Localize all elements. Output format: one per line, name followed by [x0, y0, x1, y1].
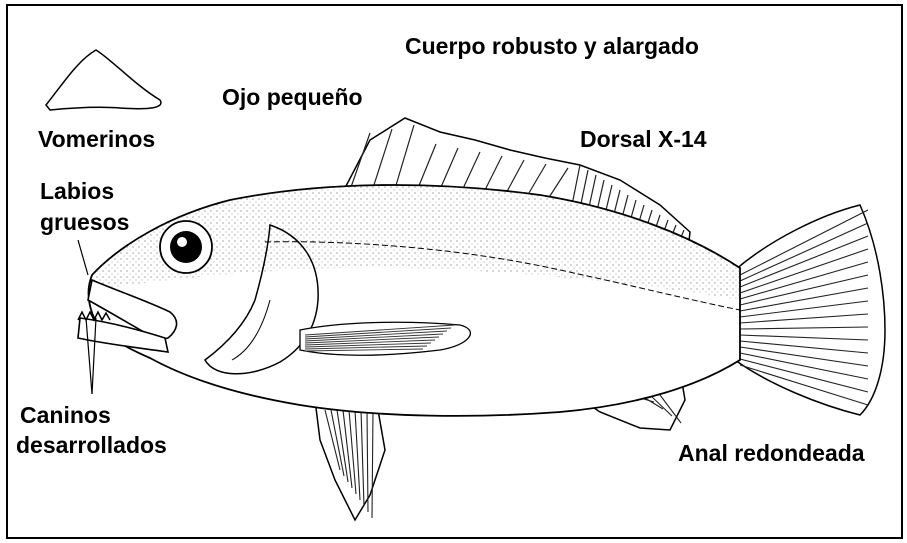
pelvic-fin: [315, 400, 385, 520]
leader-lips: [78, 240, 88, 275]
label-lips-1: Labios: [40, 178, 114, 205]
label-dorsal-fin: Dorsal X-14: [580, 126, 707, 153]
vomerine-tooth-patch: [46, 50, 161, 110]
eye: [160, 221, 212, 273]
label-eye: Ojo pequeño: [222, 84, 363, 111]
caudal-fin: [735, 205, 885, 415]
label-canines-2: desarrollados: [16, 432, 167, 459]
label-lips-2: gruesos: [40, 209, 129, 236]
label-canines-1: Caninos: [20, 402, 111, 429]
label-anal-fin: Anal redondeada: [678, 440, 865, 467]
label-vomerine: Vomerinos: [38, 126, 155, 153]
label-body-shape: Cuerpo robusto y alargado: [405, 33, 699, 60]
